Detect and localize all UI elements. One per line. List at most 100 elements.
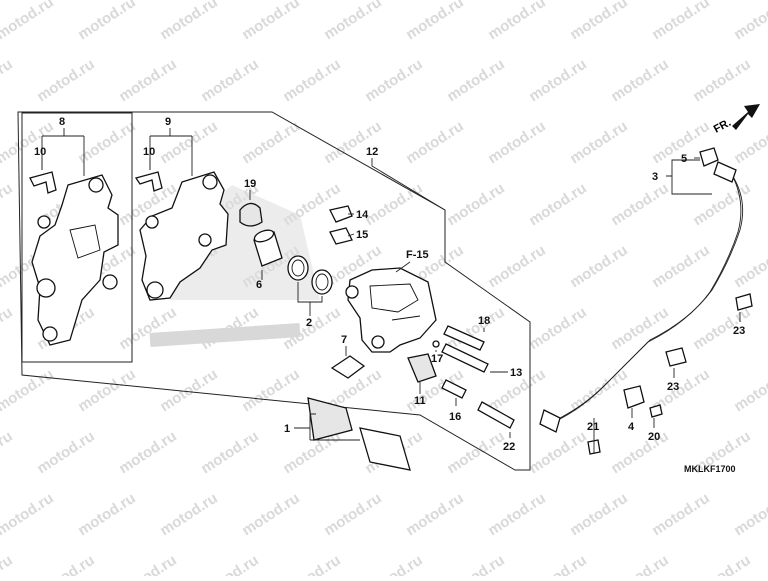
callout-13: 13 [510, 367, 522, 379]
piston-6 [253, 229, 283, 267]
watermark-text: motod.ru [608, 428, 672, 478]
callout-5: 5 [681, 153, 687, 165]
watermark-text: motod.ru [280, 56, 344, 106]
callout-21: 21 [587, 421, 599, 433]
grommet-5 [699, 147, 719, 167]
watermark-text: motod.ru [34, 428, 98, 478]
callout-8: 8 [59, 116, 65, 128]
watermark-text: motod.ru [526, 56, 590, 106]
direction-label: FR. [712, 117, 733, 136]
watermark-text: motod.ru [444, 552, 508, 576]
watermark-text: motod.ru [321, 490, 385, 540]
callout-15: 15 [356, 229, 368, 241]
watermark-text: motod.ru [0, 118, 57, 168]
callout-23a: 23 [733, 325, 745, 337]
watermark-text: motod.ru [485, 242, 549, 292]
watermark-text: motod.ru [690, 552, 754, 576]
callout-4: 4 [628, 421, 635, 433]
watermark-text: motod.ru [157, 490, 221, 540]
cable-clamp-23b [665, 347, 687, 367]
watermark-text: motod.ru [403, 118, 467, 168]
watermark-text: motod.ru [444, 56, 508, 106]
callout-10a: 10 [34, 146, 46, 158]
watermark-text: motod.ru [321, 0, 385, 43]
watermark-text: motod.ru [608, 304, 672, 354]
watermark-text: motod.ru [239, 118, 303, 168]
callout-9: 9 [165, 116, 171, 128]
oring-17 [432, 340, 440, 348]
callout-1: 1 [284, 423, 290, 435]
pad-pin-18 [443, 325, 485, 351]
watermark-text: motod.ru [526, 428, 590, 478]
caliper-bolt-22 [477, 401, 515, 429]
watermark-text: motod.ru [608, 552, 672, 576]
watermark-text: motod.ru [444, 428, 508, 478]
watermark-text: motod.ru [649, 490, 713, 540]
watermark-text: motod.ru [321, 118, 385, 168]
watermark-text: motod.ru [362, 180, 426, 230]
callout-3: 3 [652, 171, 658, 183]
retainer-clip-10b [134, 171, 163, 192]
watermark-text: motod.ru [526, 304, 590, 354]
watermark-text: motod.ru [403, 0, 467, 43]
watermark-text: motod.ru [403, 490, 467, 540]
watermark-text: motod.ru [116, 428, 180, 478]
ref-label-f15: F-15 [406, 249, 429, 261]
watermark-text: motod.ru [485, 0, 549, 43]
callout-7: 7 [341, 334, 347, 346]
watermark-text: motod.ru [0, 490, 57, 540]
watermark-text: motod.ru [608, 180, 672, 230]
watermark-text: motod.ru [567, 490, 631, 540]
watermark-text: motod.ru [362, 56, 426, 106]
callout-16: 16 [449, 411, 461, 423]
watermark-text: motod.ru [731, 242, 768, 292]
callout-23b: 23 [667, 381, 679, 393]
watermark-text: motod.ru [34, 56, 98, 106]
watermark-text: motod.ru [157, 366, 221, 416]
watermark-text: motod.ru [444, 180, 508, 230]
watermark-text: motod.ru [690, 180, 754, 230]
watermark-text: motod.ru [567, 0, 631, 43]
callout-14: 14 [356, 209, 369, 221]
watermark-text: motod.ru [198, 428, 262, 478]
slide-bushing-16 [441, 379, 467, 399]
watermark-text: motod.ru [731, 366, 768, 416]
bleeder-cap-15 [329, 227, 353, 245]
watermark-text: motod.ru [526, 552, 590, 576]
watermark-text: motod.ru [239, 0, 303, 43]
callout-20: 20 [648, 431, 660, 443]
watermark-text: motod.ru [0, 366, 57, 416]
watermark-text: motod.ru [116, 304, 180, 354]
brake-pad-set-1 [307, 397, 411, 471]
watermark-text: motod.ru [239, 490, 303, 540]
watermark-text: motod.ru [34, 552, 98, 576]
watermark-text: motod.ru [485, 490, 549, 540]
piston-seal-2b [311, 269, 333, 295]
piston-seal-2a [287, 255, 309, 281]
bolt-20 [649, 404, 663, 418]
watermark-text: motod.ru [75, 490, 139, 540]
watermark-text: motod.ru [157, 0, 221, 43]
watermark-text: motod.ru [116, 552, 180, 576]
diagram-code: MKLKF1700 [684, 464, 736, 474]
watermark-text: motod.ru [198, 552, 262, 576]
watermark-text: motod.ru [75, 366, 139, 416]
watermark-text: motod.ru [649, 242, 713, 292]
watermark-text: motod.ru [567, 118, 631, 168]
watermark-text: motod.ru [116, 56, 180, 106]
watermark-text: motod.ru [608, 56, 672, 106]
watermark-text: motod.ru [0, 552, 16, 576]
watermark-text: motod.ru [649, 0, 713, 43]
callout-2: 2 [306, 317, 312, 329]
frame-lines [17, 111, 531, 471]
slide-pin-13 [441, 343, 489, 373]
watermark-text: motod.ru [731, 0, 768, 43]
watermark-text: motod.ru [362, 552, 426, 576]
dust-boot-19 [239, 202, 263, 227]
callout-11: 11 [414, 395, 426, 407]
cable-clamp-23a [735, 293, 753, 311]
callout-19: 19 [244, 178, 256, 190]
watermark-text: motod.ru [75, 118, 139, 168]
